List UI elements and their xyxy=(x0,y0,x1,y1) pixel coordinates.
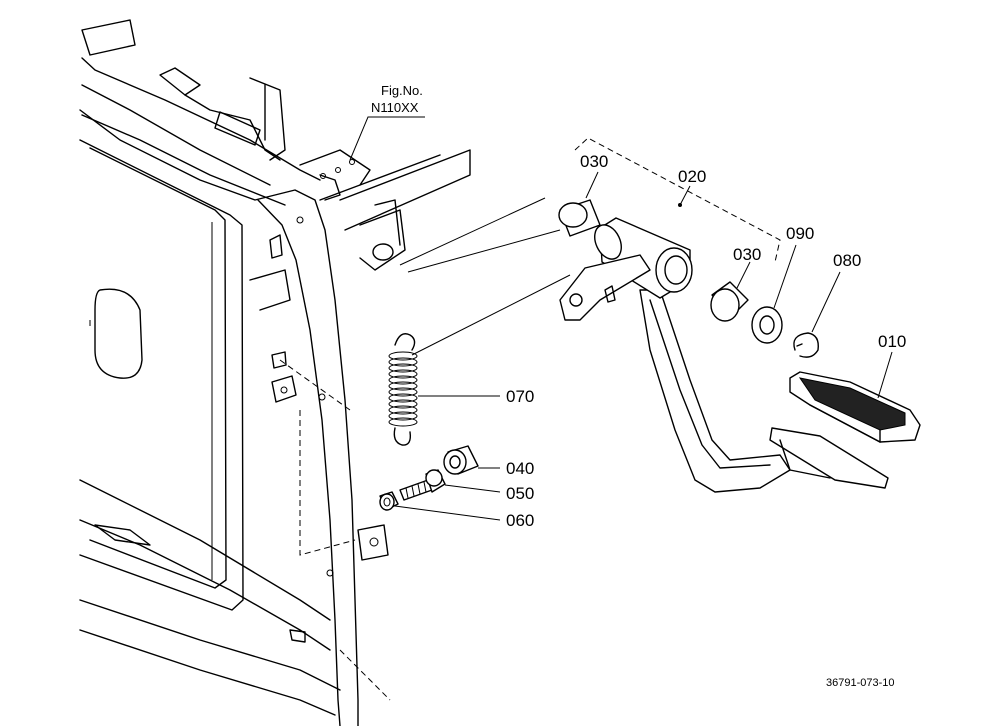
part-label-020[interactable]: 020 xyxy=(678,167,706,186)
leader-lines xyxy=(349,116,893,521)
part-label-080[interactable]: 080 xyxy=(833,251,861,270)
part-label-090[interactable]: 090 xyxy=(786,224,814,243)
part-label-040[interactable]: 040 xyxy=(506,459,534,478)
return-spring xyxy=(388,333,418,446)
part-label-070[interactable]: 070 xyxy=(506,387,534,406)
part-label-010[interactable]: 010 xyxy=(878,332,906,351)
part-label-060[interactable]: 060 xyxy=(506,511,534,530)
figure-ref-label: Fig.No. xyxy=(381,83,423,98)
part-label-030-right[interactable]: 030 xyxy=(733,245,761,264)
drawing-code: 36791-073-10 xyxy=(826,677,895,689)
figure-ref-number: N110XX xyxy=(371,100,419,115)
brake-pedal-assembly xyxy=(399,137,921,493)
part-label-050[interactable]: 050 xyxy=(506,484,534,503)
part-label-030-left[interactable]: 030 xyxy=(580,152,608,171)
fasteners xyxy=(379,445,479,511)
tractor-frame xyxy=(79,19,471,726)
